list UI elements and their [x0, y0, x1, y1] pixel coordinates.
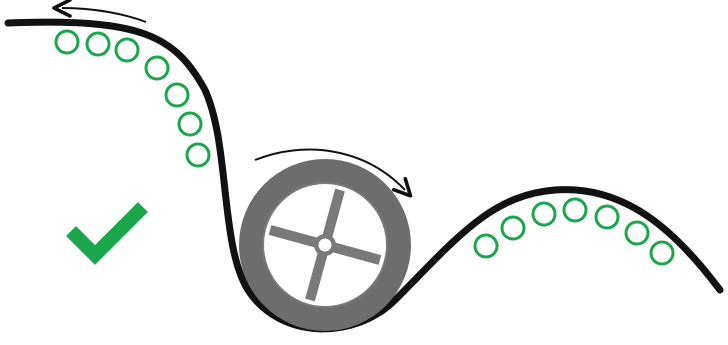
ring-marker: [164, 82, 190, 108]
ring-marker: [594, 204, 620, 230]
ring-marker: [114, 37, 140, 63]
roller-wheel: [239, 159, 411, 331]
ring-marker: [85, 31, 111, 57]
ring-marker: [473, 233, 499, 259]
ring-marker: [185, 142, 211, 168]
ring-marker: [531, 201, 557, 227]
ring-marker: [500, 215, 526, 241]
ring-marker: [562, 197, 588, 223]
roller-arrow-icon: [254, 148, 413, 198]
ring-marker: [624, 220, 650, 246]
checkmark-icon: [66, 202, 148, 265]
ring-marker: [54, 29, 80, 55]
top-left-arrow-icon: [52, 0, 147, 23]
ring-markers-right: [473, 197, 675, 266]
ring-marker: [144, 55, 170, 81]
ring-marker: [177, 111, 203, 137]
ring-markers-left: [54, 29, 211, 168]
ring-marker: [649, 240, 675, 266]
